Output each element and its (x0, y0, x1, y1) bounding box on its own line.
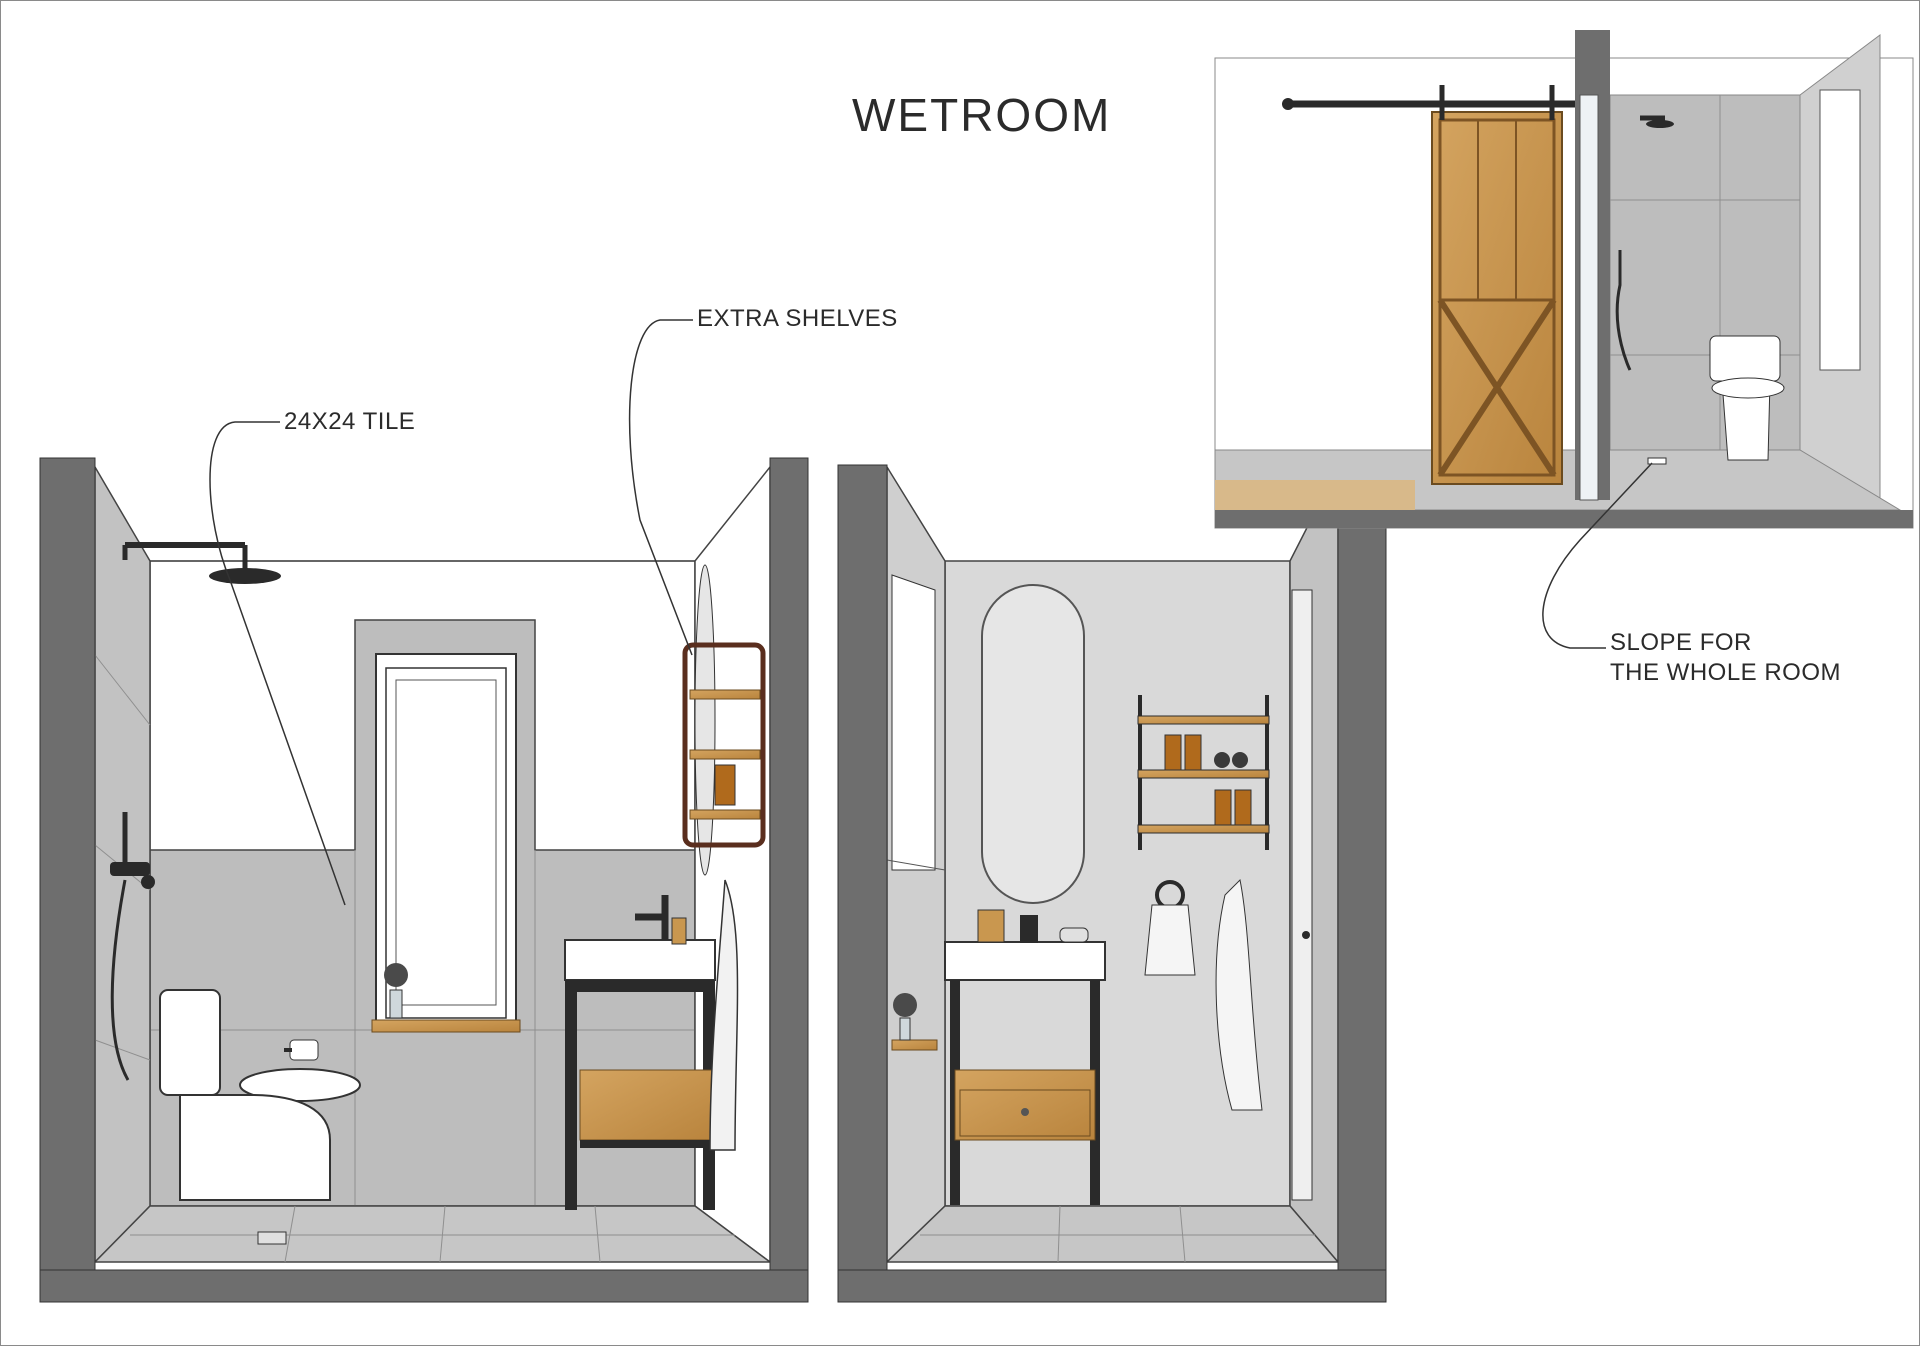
tile-leader-line (209, 421, 346, 906)
hand-shower-icon (110, 812, 155, 1081)
slope-annotation-line1: SLOPE FOR (1610, 629, 1752, 656)
barn-door-icon (1431, 85, 1563, 485)
slope-leader-line (1542, 462, 1653, 649)
bath-towel-icon (1215, 878, 1263, 1111)
middle-section-wall-left (837, 464, 888, 1271)
middle-section-floor (837, 1269, 1387, 1303)
perspective-hand-shower-icon (1615, 250, 1632, 371)
window-sill (371, 1019, 521, 1033)
wall-shelf-icon (1137, 695, 1270, 850)
left-elevation (39, 457, 809, 1303)
left-floor (93, 1205, 773, 1263)
glass-shower-panel (1579, 94, 1599, 501)
slope-annotation: SLOPE FOR THE WHOLE ROOM (1610, 628, 1841, 688)
plant-vase-icon (389, 989, 403, 1019)
floor-drain-icon (257, 1231, 287, 1245)
slope-annotation-line2: THE WHOLE ROOM (1610, 659, 1842, 686)
shelves-leader-line (628, 319, 693, 656)
door-handle-icon (1302, 931, 1310, 939)
perspective-shower-wall (1609, 94, 1801, 451)
middle-wall-shelf (891, 1039, 938, 1051)
toilet-paper-holder-icon (284, 1039, 319, 1061)
perspective-toilet-icon (1709, 335, 1785, 461)
left-section-floor (39, 1269, 809, 1303)
toilet-icon (159, 989, 361, 1201)
perspective-view (1214, 30, 1914, 529)
left-round-mirror (694, 564, 716, 876)
perspective-drain-icon (1647, 457, 1667, 465)
tile-annotation: 24X24 TILE (284, 408, 416, 435)
left-vanity-icon (564, 895, 716, 1210)
middle-door-frame (1291, 589, 1313, 1201)
left-towel-icon (709, 879, 739, 1151)
left-section-wall-right (769, 457, 809, 1271)
perspective-shower-head-icon (1646, 120, 1674, 128)
drawing-title: WETROOM (852, 89, 1112, 141)
shelves-annotation: EXTRA SHELVES (697, 305, 898, 332)
extra-shelves-icon (682, 642, 766, 848)
hand-towel-icon (1144, 904, 1196, 976)
perspective-window (1819, 89, 1861, 371)
oval-mirror-icon (981, 584, 1085, 904)
perspective-section-floor (1215, 510, 1913, 528)
left-section-wall-left (39, 457, 96, 1271)
middle-section-wall-right (1337, 464, 1387, 1271)
middle-elevation (837, 464, 1387, 1303)
leader-lines (209, 319, 1653, 906)
middle-vanity-icon (944, 909, 1106, 1205)
middle-floor (885, 1205, 1340, 1263)
